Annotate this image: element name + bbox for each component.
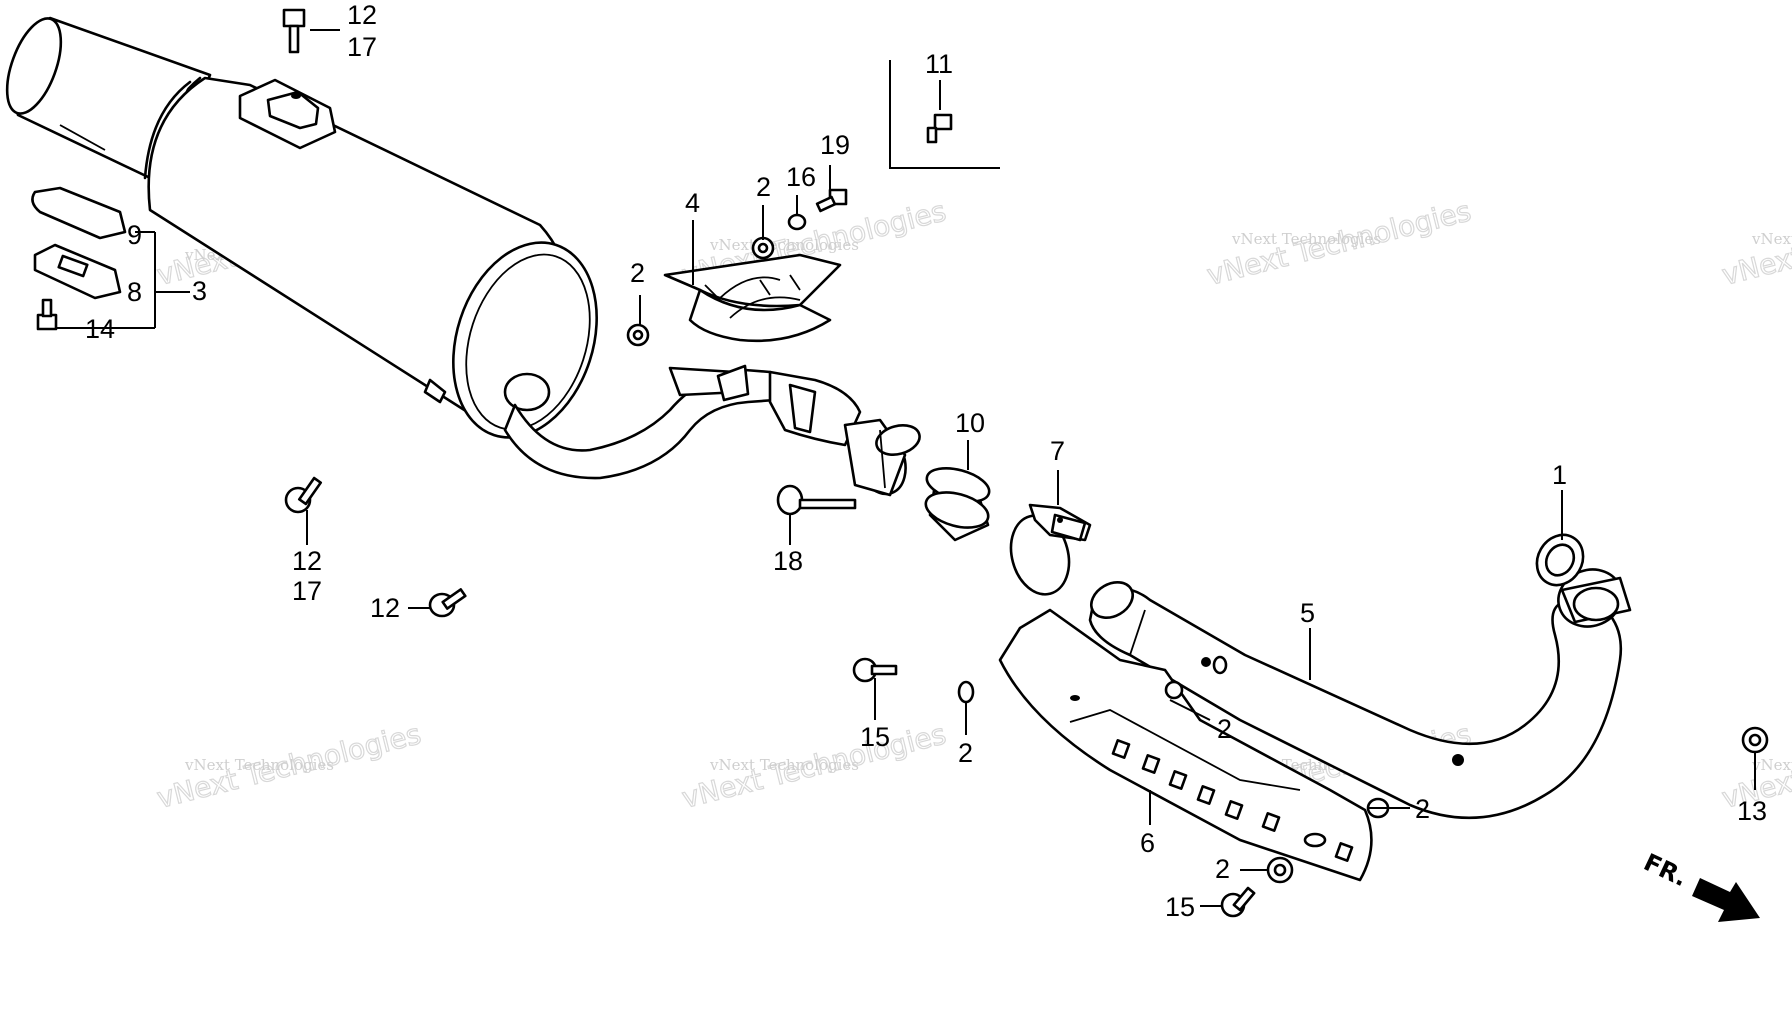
band-clamp	[1009, 503, 1092, 596]
label-12: 12	[347, 0, 377, 30]
leader-lines	[55, 29, 1756, 907]
heat-protector-plate	[663, 253, 842, 343]
bolt	[815, 188, 848, 213]
nut	[1266, 856, 1294, 884]
label-2: 2	[1217, 714, 1232, 744]
front-direction-indicator: FR.	[1639, 848, 1760, 922]
flange-bolt	[428, 588, 467, 618]
label-17: 17	[347, 32, 377, 62]
svg-text:vNext Technologies: vNext Technologies	[1751, 230, 1792, 248]
label-12: 12	[292, 546, 322, 576]
label-8: 8	[127, 277, 142, 307]
bolt	[926, 113, 953, 144]
link-pipe	[503, 364, 921, 497]
sleeve-gasket	[924, 467, 991, 542]
label-2: 2	[958, 738, 973, 768]
long-bolt	[776, 484, 857, 516]
nut	[751, 236, 775, 260]
watermark: vNext Technologies vNext Technologies	[153, 717, 425, 816]
muffler	[5, 16, 598, 439]
watermark: vNext Technologies vNext Technologies	[678, 717, 950, 816]
nut	[1164, 655, 1228, 700]
label-2: 2	[1415, 794, 1430, 824]
label-15: 15	[1165, 892, 1195, 922]
bolt	[1220, 886, 1256, 918]
label-13: 13	[1737, 796, 1767, 826]
svg-text:vNext Technologies: vNext Technologies	[709, 756, 859, 774]
label-1: 1	[1552, 460, 1567, 490]
label-17: 17	[292, 576, 322, 606]
svg-text:vNext Technologies: vNext Technologies	[184, 756, 334, 774]
label-14: 14	[85, 314, 115, 344]
label-16: 16	[786, 162, 816, 192]
mounting-rubber	[33, 243, 122, 300]
label-2: 2	[1215, 854, 1230, 884]
flange-bolt	[284, 476, 323, 514]
label-18: 18	[773, 546, 803, 576]
flange-bolt	[282, 8, 306, 54]
watermark: vNext Technologies vNext Technologies	[1718, 194, 1792, 293]
label-19: 19	[820, 130, 850, 160]
front-arrow-icon	[1692, 878, 1760, 922]
label-15: 15	[860, 722, 890, 752]
heat-shield	[998, 608, 1373, 882]
label-6: 6	[1140, 828, 1155, 858]
label-2: 2	[756, 172, 771, 202]
bolt	[852, 657, 898, 683]
front-label: FR.	[1639, 848, 1691, 892]
watermark: vNext Technologies vNext Technologies	[1203, 194, 1475, 293]
svg-text:vNext Technologies: vNext Technologies	[1231, 230, 1381, 248]
mounting-plate	[31, 186, 127, 240]
exhaust-gasket-ring	[1535, 533, 1585, 587]
label-7: 7	[1050, 436, 1065, 466]
svg-text:vNext Technologies: vNext Technologies	[1751, 756, 1792, 774]
label-5: 5	[1300, 598, 1315, 628]
label-9: 9	[127, 220, 142, 250]
flange-bolt	[36, 298, 58, 331]
nut	[957, 680, 975, 704]
cap-nut	[1741, 726, 1769, 754]
svg-text:vNext Technologies: vNext Technologies	[709, 236, 859, 254]
part-labels: 12 17 9 8 3 14 2 4 2 16 19 11 10 7 1 5 1…	[85, 0, 1767, 922]
label-3: 3	[192, 276, 207, 306]
label-4: 4	[685, 188, 700, 218]
label-11: 11	[925, 49, 953, 79]
label-12: 12	[370, 593, 400, 623]
label-2: 2	[630, 258, 645, 288]
washer	[787, 213, 807, 231]
nut	[626, 323, 650, 347]
exhaust-pipe	[1088, 568, 1632, 820]
label-10: 10	[955, 408, 985, 438]
